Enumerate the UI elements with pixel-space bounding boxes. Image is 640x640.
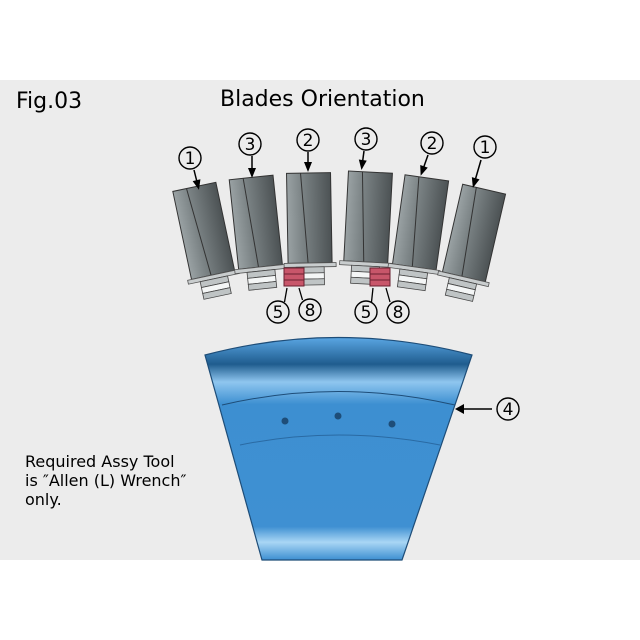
bolt-hole <box>388 420 396 428</box>
callout-circle <box>354 127 378 151</box>
callout-spacer-2: 8 <box>305 301 316 321</box>
bolt-hole <box>334 412 342 420</box>
arrow <box>370 287 374 303</box>
arrow <box>385 287 391 303</box>
callout-blade-6: 1 <box>480 138 491 158</box>
spacer-left <box>283 267 305 287</box>
blade-2 <box>228 174 288 291</box>
callout-spacer-4: 8 <box>393 303 404 323</box>
blade-root <box>396 268 429 292</box>
arrow <box>298 287 304 301</box>
callout-blade-5: 2 <box>427 134 438 154</box>
figure-title: Blades Orientation <box>220 87 425 112</box>
blade-6 <box>437 183 507 302</box>
figure-label: Fig.03 <box>16 89 82 114</box>
callout-spacer-3: 5 <box>361 303 372 323</box>
blade-5 <box>387 174 450 292</box>
assembly-note: Required Assy Tool is ″Allen (L) Wrench″… <box>25 452 186 509</box>
callout-blade-1: 1 <box>185 149 196 169</box>
note-line: only. <box>25 490 62 509</box>
arrow <box>283 287 288 303</box>
blade-4 <box>339 170 393 286</box>
callout-disk: 4 <box>503 400 514 420</box>
blade-1 <box>172 181 240 300</box>
callout-circle <box>178 146 202 170</box>
bolt-hole <box>281 417 289 425</box>
note-line: Required Assy Tool <box>25 452 175 471</box>
note-line: is ″Allen (L) Wrench″ <box>25 471 187 490</box>
blade-root <box>199 275 232 300</box>
callout-blade-2: 3 <box>245 135 256 155</box>
callout-blade-4: 3 <box>361 130 372 150</box>
callout-circle <box>238 132 262 156</box>
spacer-right <box>369 267 391 287</box>
callout-blade-3: 2 <box>303 131 314 151</box>
callout-circle <box>420 131 444 155</box>
blade-3 <box>283 172 337 286</box>
callout-circle <box>296 128 320 152</box>
disk-sector <box>204 336 473 561</box>
blade-root <box>246 269 278 291</box>
callout-spacer-1: 5 <box>273 303 284 323</box>
callout-circle <box>473 135 497 159</box>
blade-root <box>444 277 478 302</box>
